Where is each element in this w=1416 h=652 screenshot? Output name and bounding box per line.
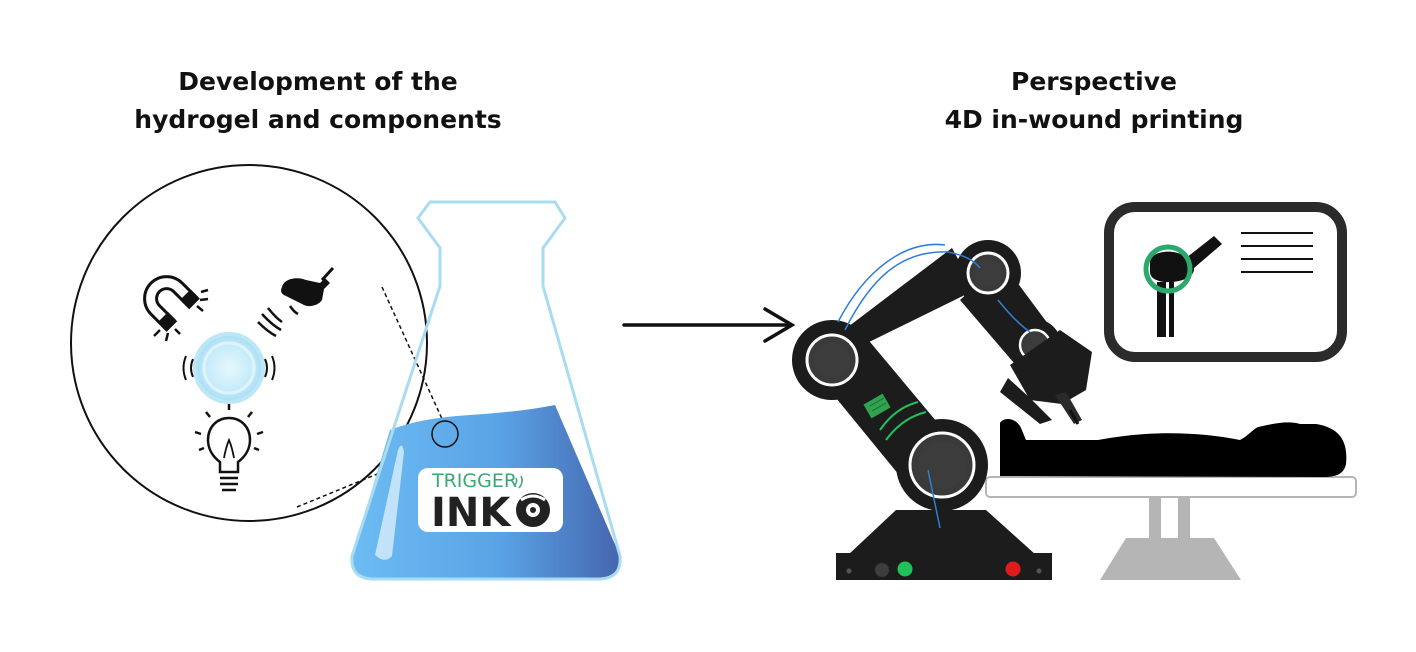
monitor-text-lines <box>1241 232 1313 273</box>
operating-table <box>985 476 1357 580</box>
left-title-line2: hydrogel and components <box>134 105 502 134</box>
right-panel-title: Perspective 4D in-wound printing <box>874 63 1314 139</box>
status-light-green <box>897 561 913 577</box>
magnet-icon <box>143 275 200 332</box>
flask-highlight <box>375 445 404 560</box>
right-title-line1: Perspective <box>1011 67 1177 96</box>
robot-arm <box>792 240 1092 580</box>
patient <box>1000 418 1347 477</box>
logo-trigger-text: TRIGGER <box>431 470 517 492</box>
hydrogel-disc <box>182 332 276 404</box>
logo-ink-text: INK <box>431 490 512 536</box>
monitor-focus-circle <box>1143 244 1193 294</box>
zoom-lines <box>296 286 444 508</box>
logo-emblem-icon <box>516 493 550 527</box>
sample-zoom-circle <box>431 420 459 448</box>
arm-accent-arcs <box>879 401 927 441</box>
robot-cables <box>837 243 1031 529</box>
process-arrow <box>622 307 796 343</box>
status-light-red <box>1005 561 1021 577</box>
light-bulb-icon <box>194 404 264 492</box>
circuit-board-icon <box>863 393 891 419</box>
magnet-spark-lines <box>153 288 209 342</box>
monitor <box>1104 202 1347 362</box>
right-title-line2: 4D in-wound printing <box>944 105 1244 134</box>
trigger-ink-logo: TRIGGER INK <box>418 468 563 536</box>
left-panel-title: Development of the hydrogel and componen… <box>98 63 538 139</box>
left-title-line1: Development of the <box>178 67 458 96</box>
logo-wave-lines <box>513 475 523 489</box>
flask-outline <box>350 200 622 581</box>
status-light-dark <box>875 563 889 577</box>
ultrasound-probe-icon <box>257 266 335 338</box>
circuit-traces <box>869 397 887 412</box>
